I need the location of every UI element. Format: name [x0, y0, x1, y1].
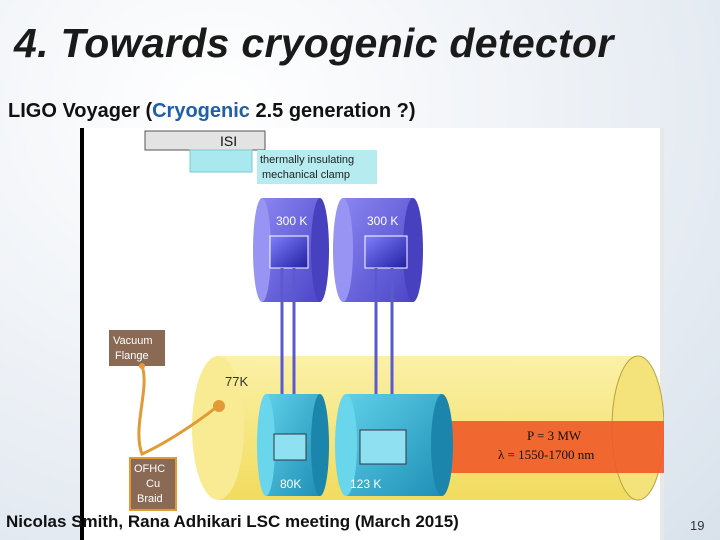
wavelength-label: λ = 1550-1700 nm: [498, 447, 594, 462]
subtitle-suffix: 2.5 generation ?): [249, 100, 416, 122]
upper-mass-left: [269, 235, 309, 269]
mass-left-label: 80K: [280, 477, 301, 491]
braid-label-box: [129, 457, 177, 511]
shield-label: 77K: [225, 374, 248, 389]
slide-footer: Nicolas Smith, Rana Adhikari LSC meeting…: [6, 512, 459, 531]
figure-right-edge: [660, 128, 664, 540]
subtitle-highlight: Cryogenic: [152, 100, 250, 122]
page-number: 19: [690, 518, 705, 533]
mirror-left: [273, 433, 307, 461]
vacuum-label-line2: Flange: [115, 350, 149, 362]
cylinder-right-label: 300 K: [367, 214, 398, 228]
laser-beam: [442, 421, 664, 473]
vacuum-flange-box: [109, 330, 165, 366]
braid-label-line3: Braid: [137, 493, 163, 505]
figure-left-border: [80, 128, 84, 540]
vacuum-label-line1: Vacuum: [113, 335, 153, 347]
mirror-right: [359, 429, 407, 465]
subtitle-prefix: LIGO Voyager (: [8, 100, 153, 122]
upper-mass-right: [364, 235, 408, 269]
cryogenic-suspension-diagram: ISI thermally insulating mechanical clam…: [80, 128, 664, 540]
clamp-label-line2: mechanical clamp: [262, 169, 350, 181]
isi-plate: [144, 130, 266, 151]
slide-subtitle: LIGO Voyager (Cryogenic 2.5 generation ?…: [8, 100, 416, 123]
braid-label-line2: Cu: [146, 478, 160, 490]
mass-right-label: 123 K: [350, 477, 381, 491]
copper-braid: [137, 365, 219, 457]
clamp-block: [189, 149, 253, 173]
braid-label-line1: OFHC: [134, 463, 165, 475]
braid-anchor-shield: [213, 400, 225, 412]
slide-title: 4. Towards cryogenic detector: [14, 20, 614, 66]
power-label: P = 3 MW: [527, 428, 582, 443]
cylinder-left-label: 300 K: [276, 214, 307, 228]
braid-anchor-top: [139, 363, 145, 369]
isi-label: ISI: [220, 133, 237, 149]
clamp-label-line1: thermally insulating: [260, 154, 354, 166]
clamp-label-box: [257, 150, 377, 184]
